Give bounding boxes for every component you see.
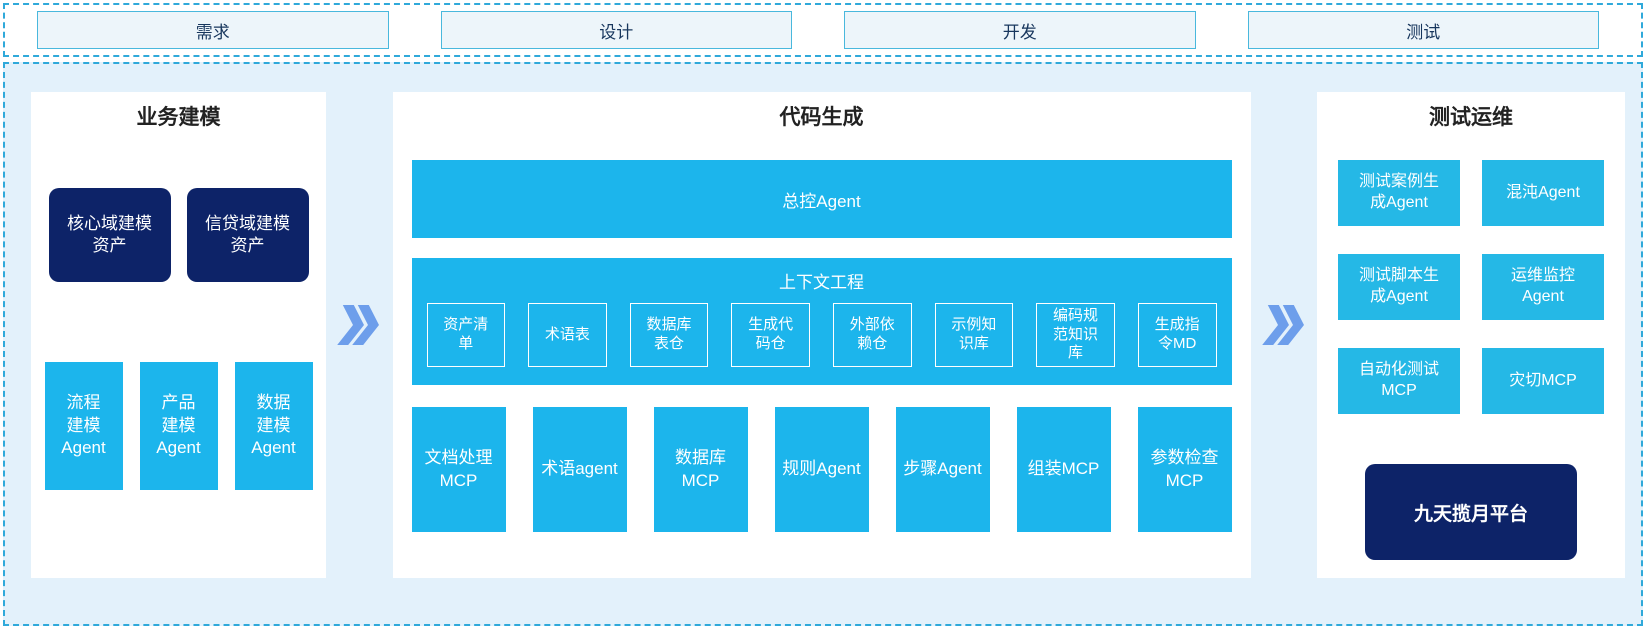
- node-doc-processing-mcp: 文档处理 MCP: [411, 407, 506, 532]
- phase-strip: 需求 设计 开发 测试: [3, 3, 1643, 57]
- flow-connector-2: [1251, 92, 1318, 580]
- node-automated-test-mcp: 自动化测试 MCP: [1338, 348, 1460, 414]
- panel-code-generation: 代码生成 总控Agent 上下文工程 资产清 单 术语表 数据库 表仓 生成代 …: [392, 92, 1251, 578]
- phase-requirements: 需求: [37, 11, 389, 49]
- node-product-modeling-agent: 产品 建模 Agent: [139, 362, 218, 490]
- flow-arrow-icon: [337, 305, 380, 345]
- context-item-db-table-repo: 数据库 表仓: [629, 303, 709, 367]
- context-items-row: 资产清 单 术语表 数据库 表仓 生成代 码仓 外部依 赖仓 示例知 识库 编码…: [426, 303, 1217, 367]
- modeling-agent-row: 流程 建模 Agent 产品 建模 Agent 数据 建模 Agent: [31, 362, 326, 490]
- context-item-generate-instruction-md: 生成指 令MD: [1137, 303, 1217, 367]
- context-item-external-dependency-repo: 外部依 赖仓: [833, 303, 912, 367]
- node-chaos-agent: 混沌Agent: [1482, 160, 1604, 226]
- node-disaster-switch-mcp: 灾切MCP: [1482, 348, 1604, 414]
- node-jiutian-lanyue-platform: 九天揽月平台: [1365, 464, 1577, 560]
- node-glossary-agent: 术语agent: [532, 407, 627, 532]
- panel-test-ops: 测试运维 测试案例生 成Agent 混沌Agent 测试脚本生 成Agent 运…: [1317, 92, 1625, 578]
- node-credit-domain-modeling-assets: 信贷域建模 资产: [186, 188, 309, 282]
- flow-connector-1: [326, 92, 393, 580]
- panel-title-business-modeling: 业务建模: [136, 106, 221, 129]
- node-process-modeling-agent: 流程 建模 Agent: [44, 362, 123, 490]
- context-item-generated-code-repo: 生成代 码仓: [731, 303, 810, 367]
- node-test-script-generation-agent: 测试脚本生 成Agent: [1338, 254, 1460, 320]
- flow-arrow-icon: [1261, 305, 1304, 345]
- context-item-coding-standards-knowledge-base: 编码规 范知识 库: [1036, 303, 1115, 367]
- context-item-asset-list: 资产清 单: [426, 303, 506, 367]
- testops-grid: 测试案例生 成Agent 混沌Agent 测试脚本生 成Agent 运维监控 A…: [1317, 160, 1625, 414]
- node-data-modeling-agent: 数据 建模 Agent: [234, 362, 313, 490]
- context-item-glossary: 术语表: [528, 303, 607, 367]
- asset-row: 核心域建模 资产 信贷域建模 资产: [31, 188, 326, 282]
- context-item-example-knowledge-base: 示例知 识库: [934, 303, 1014, 367]
- node-ops-monitoring-agent: 运维监控 Agent: [1482, 254, 1604, 320]
- phase-design: 设计: [440, 11, 792, 49]
- node-master-agent: 总控Agent: [411, 160, 1232, 238]
- node-database-mcp: 数据库 MCP: [653, 407, 748, 532]
- node-test-case-generation-agent: 测试案例生 成Agent: [1338, 160, 1460, 226]
- tool-row: 文档处理 MCP 术语agent 数据库 MCP 规则Agent 步骤Agent…: [411, 407, 1232, 532]
- panel-business-modeling: 业务建模 核心域建模 资产 信贷域建模 资产 流程 建模 Agent 产品 建模…: [31, 92, 326, 578]
- node-rule-agent: 规则Agent: [774, 407, 869, 532]
- node-assembly-mcp: 组装MCP: [1016, 407, 1111, 532]
- node-step-agent: 步骤Agent: [895, 407, 990, 532]
- context-engineering-label: 上下文工程: [779, 273, 864, 292]
- phase-testing: 测试: [1247, 11, 1599, 49]
- panel-title-test-ops: 测试运维: [1429, 106, 1513, 129]
- panel-title-code-generation: 代码生成: [779, 106, 864, 129]
- main-diagram-area: 业务建模 核心域建模 资产 信贷域建模 资产 流程 建模 Agent 产品 建模…: [3, 62, 1643, 626]
- node-core-domain-modeling-assets: 核心域建模 资产: [48, 188, 171, 282]
- context-engineering-bar: 上下文工程 资产清 单 术语表 数据库 表仓 生成代 码仓 外部依 赖仓 示例知…: [411, 258, 1232, 385]
- phase-development: 开发: [844, 11, 1196, 49]
- node-parameter-check-mcp: 参数检查 MCP: [1137, 407, 1232, 532]
